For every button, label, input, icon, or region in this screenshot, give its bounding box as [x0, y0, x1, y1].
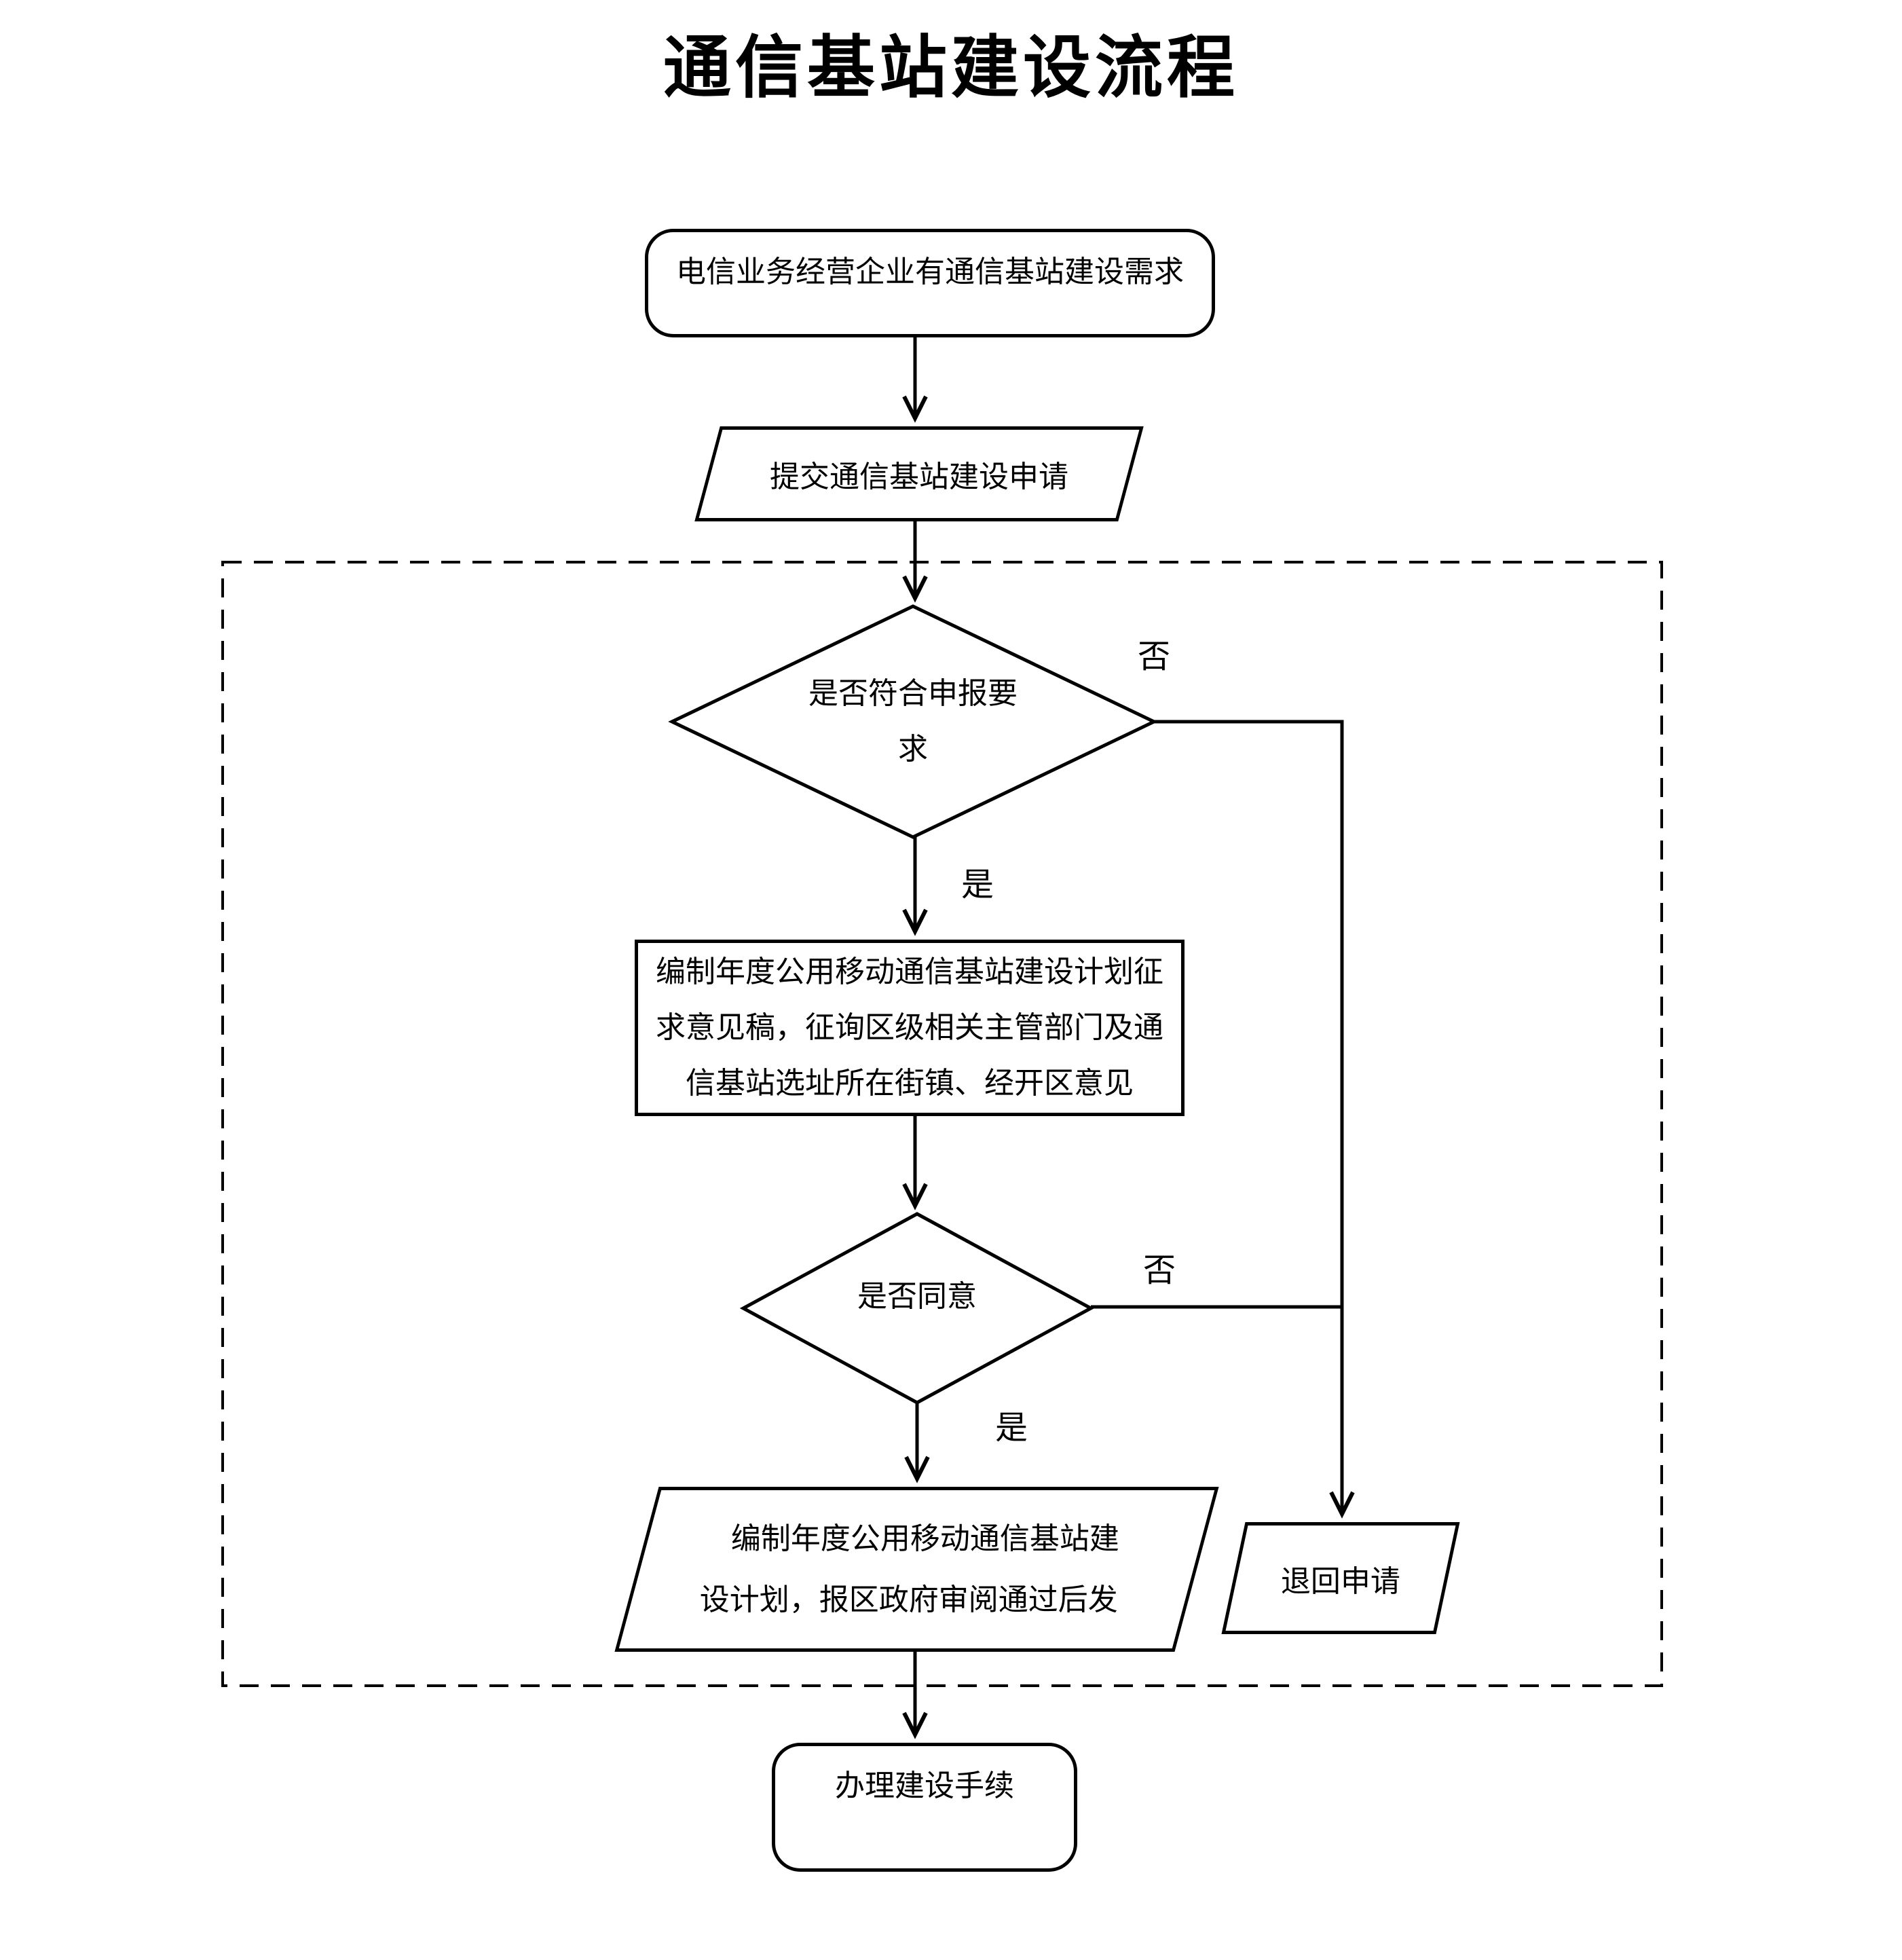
decision1-diamond	[668, 604, 1158, 839]
start-node-label: 电信业务经营企业有通信基站建设需求	[676, 255, 1184, 289]
plan-draft-line3: 信基站选址所在街镇、经开区意见	[686, 1067, 1134, 1100]
plan-draft-line2: 求意见稿，征询区级相关主管部门及通	[656, 1011, 1163, 1044]
start-node: 电信业务经营企业有通信基站建设需求	[645, 229, 1215, 337]
decision1-label-line2: 求	[898, 733, 928, 766]
plan-draft-line1: 编制年度公用移动通信基站建设计划征	[656, 955, 1163, 988]
decision2-diamond	[739, 1212, 1095, 1405]
plan-final-line1: 编制年度公用移动通信基站建	[730, 1521, 1119, 1555]
phase-boundary-dashed-box	[221, 561, 1663, 1687]
line-decision1-no-to-return	[1154, 720, 1355, 1519]
end-node: 办理建设手续	[772, 1743, 1077, 1872]
decision1-label: 是否符合申报要 求	[777, 666, 1049, 777]
decision1-label-line1: 是否符合申报要	[808, 677, 1018, 710]
submit-node: 提交通信基站建设申请	[694, 426, 1144, 521]
plan-final-line2: 设计划，报区政府审阅通过后发	[699, 1583, 1118, 1616]
page-title: 通信基站建设流程	[663, 31, 1239, 106]
plan-final-node: 编制年度公用移动通信基站建 设计划，报区政府审阅通过后发	[614, 1487, 1219, 1652]
decision1-no-label: 否	[1137, 639, 1170, 675]
submit-node-label: 提交通信基站建设申请	[770, 460, 1068, 494]
decision2-label: 是否同意	[857, 1280, 977, 1313]
decision2-yes-label: 是	[994, 1410, 1028, 1446]
return-request-label: 退回申请	[1281, 1564, 1400, 1598]
return-request-node: 退回申请	[1221, 1522, 1460, 1634]
decision2-no-label: 否	[1142, 1253, 1176, 1289]
plan-draft-node: 编制年度公用移动通信基站建设计划征 求意见稿，征询区级相关主管部门及通 信基站选…	[635, 940, 1185, 1116]
end-node-label: 办理建设手续	[835, 1769, 1014, 1802]
decision1-yes-label: 是	[961, 867, 994, 903]
